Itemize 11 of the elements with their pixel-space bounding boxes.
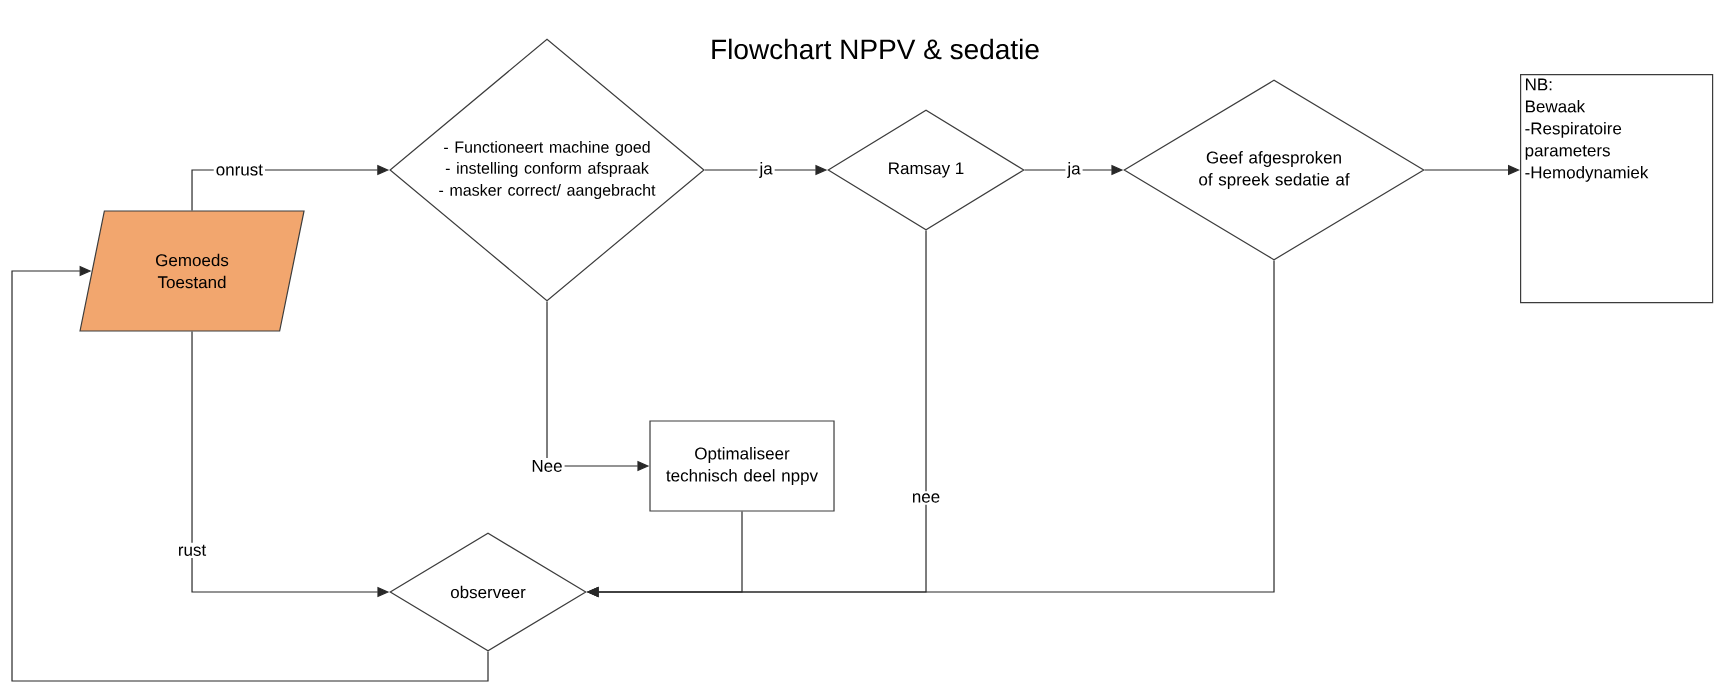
edge-label: onrust bbox=[213, 162, 265, 178]
edge-label: rust bbox=[175, 542, 209, 558]
arrow bbox=[11, 265, 489, 682]
edge-label: ja bbox=[1065, 160, 1083, 180]
title: Flowchart NPPV & sedatie bbox=[712, 38, 1039, 60]
note-box: NB: Bewaak -Respiratoire parameters -Hemodynamiek bbox=[1520, 74, 1714, 304]
edge-label: Nee bbox=[529, 458, 565, 474]
edge-label: nee bbox=[909, 491, 943, 505]
process-box: Optimaliseer technisch deel nppv bbox=[649, 420, 835, 512]
edge-label: ja bbox=[757, 160, 775, 180]
input-parallelogram: Gemoeds Toestand bbox=[79, 210, 305, 332]
